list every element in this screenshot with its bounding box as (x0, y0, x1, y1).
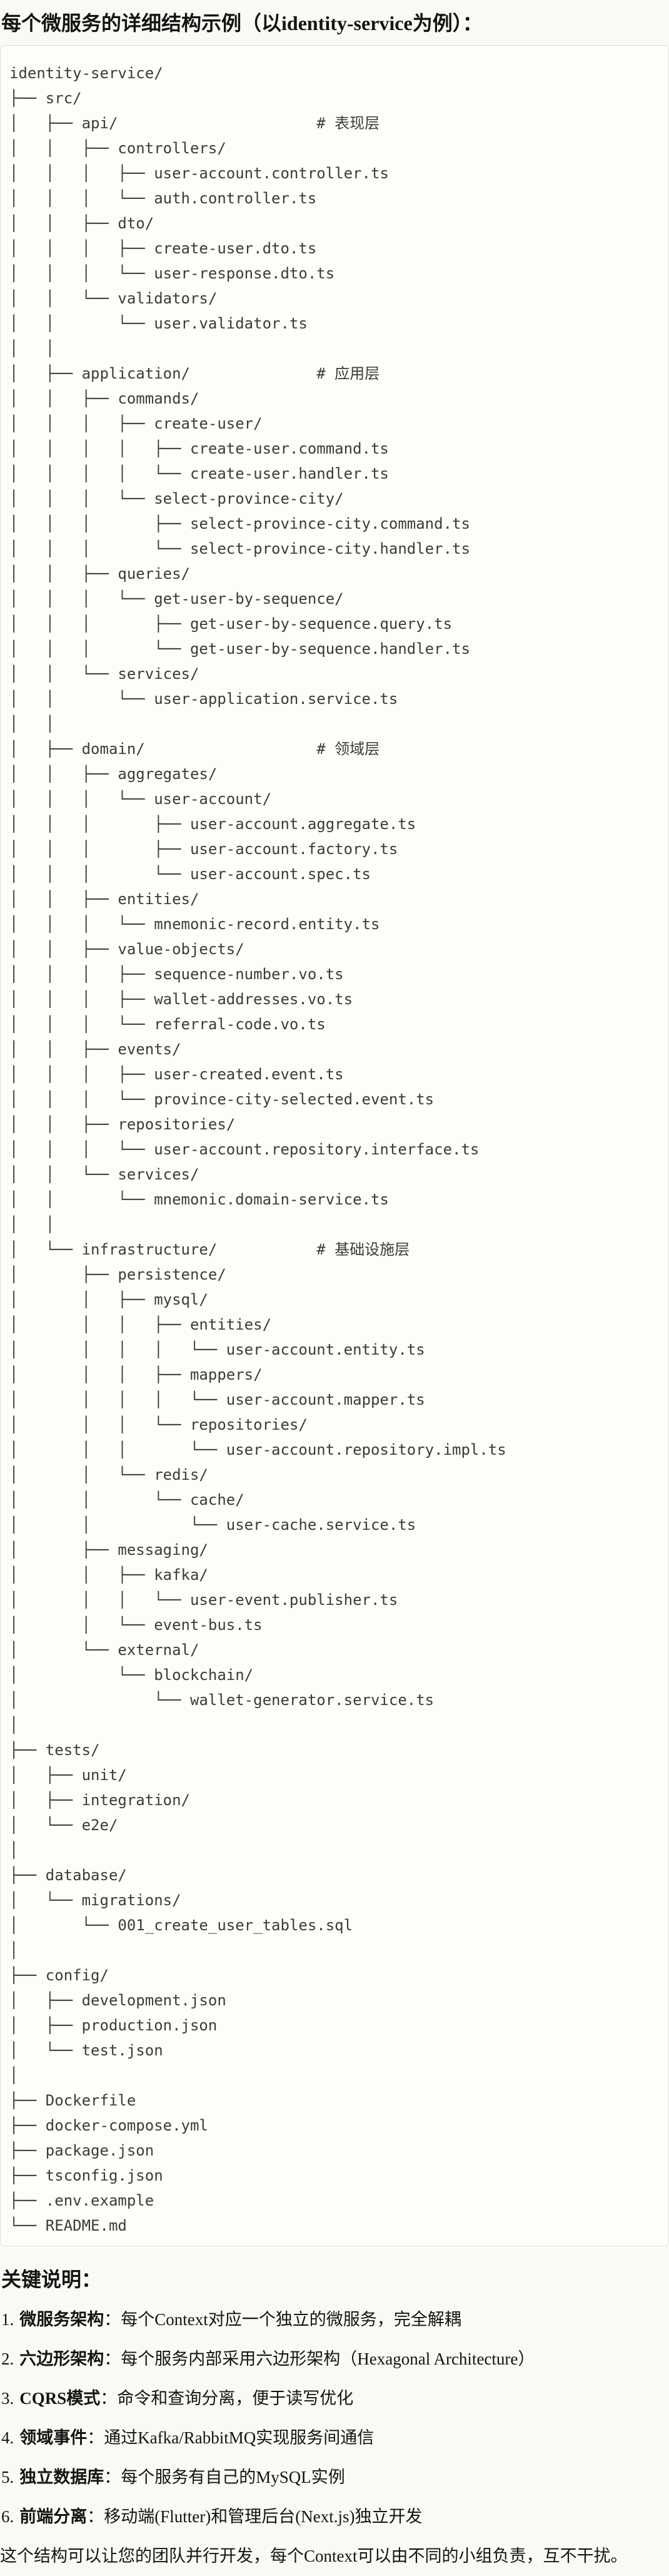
closing-paragraph: 这个结构可以让您的团队并行开发，每个Context可以由不同的小组负责，互不干扰… (0, 2547, 628, 2565)
notes-heading: 关键说明： (1, 2268, 102, 2291)
document-page: 每个微服务的详细结构示例（以identity-service为例）： ident… (0, 10, 669, 2575)
note-text: ：每个服务内部采用六边形架构（Hexagonal Architecture） (104, 2349, 535, 2368)
note-text: ：每个服务有自己的MySQL实例 (104, 2468, 345, 2487)
note-text: ：通过Kafka/RabbitMQ实现服务间通信 (87, 2428, 375, 2447)
note-text: ：每个Context对应一个独立的微服务，完全解耦 (104, 2310, 461, 2329)
notes-list: 1. 微服务架构：每个Context对应一个独立的微服务，完全解耦 2. 六边形架构… (0, 2309, 669, 2527)
note-term: 领域事件 (19, 2428, 88, 2447)
note-number: 5. (1, 2468, 14, 2487)
note-term: 微服务架构 (19, 2310, 104, 2329)
note-number: 3. (1, 2389, 14, 2408)
note-item: 5. 独立数据库：每个服务有自己的MySQL实例 (1, 2467, 669, 2488)
note-item: 4. 领域事件：通过Kafka/RabbitMQ实现服务间通信 (1, 2427, 669, 2448)
note-term: 独立数据库 (19, 2468, 104, 2487)
note-term: 六边形架构 (19, 2349, 104, 2368)
note-item: 2. 六边形架构：每个服务内部采用六边形架构（Hexagonal Architec… (1, 2348, 669, 2370)
note-term: 前端分离 (19, 2507, 88, 2526)
note-term: CQRS模式 (19, 2389, 101, 2408)
note-number: 6. (1, 2507, 14, 2526)
note-item: 1. 微服务架构：每个Context对应一个独立的微服务，完全解耦 (1, 2309, 669, 2330)
note-text: ：移动端(Flutter)和管理后台(Next.js)独立开发 (87, 2507, 423, 2526)
note-number: 2. (1, 2349, 14, 2368)
note-item: 3. CQRS模式：命令和查询分离，便于读写优化 (1, 2388, 669, 2409)
note-item: 6. 前端分离：移动端(Flutter)和管理后台(Next.js)独立开发 (1, 2506, 669, 2527)
note-number: 4. (1, 2428, 14, 2447)
directory-tree-code-block: identity-service/ ├── src/ │ ├── api/ # … (0, 45, 669, 2246)
page-title: 每个微服务的详细结构示例（以identity-service为例）： (1, 12, 483, 34)
note-number: 1. (1, 2310, 14, 2329)
note-text: ：命令和查询分离，便于读写优化 (100, 2389, 354, 2408)
